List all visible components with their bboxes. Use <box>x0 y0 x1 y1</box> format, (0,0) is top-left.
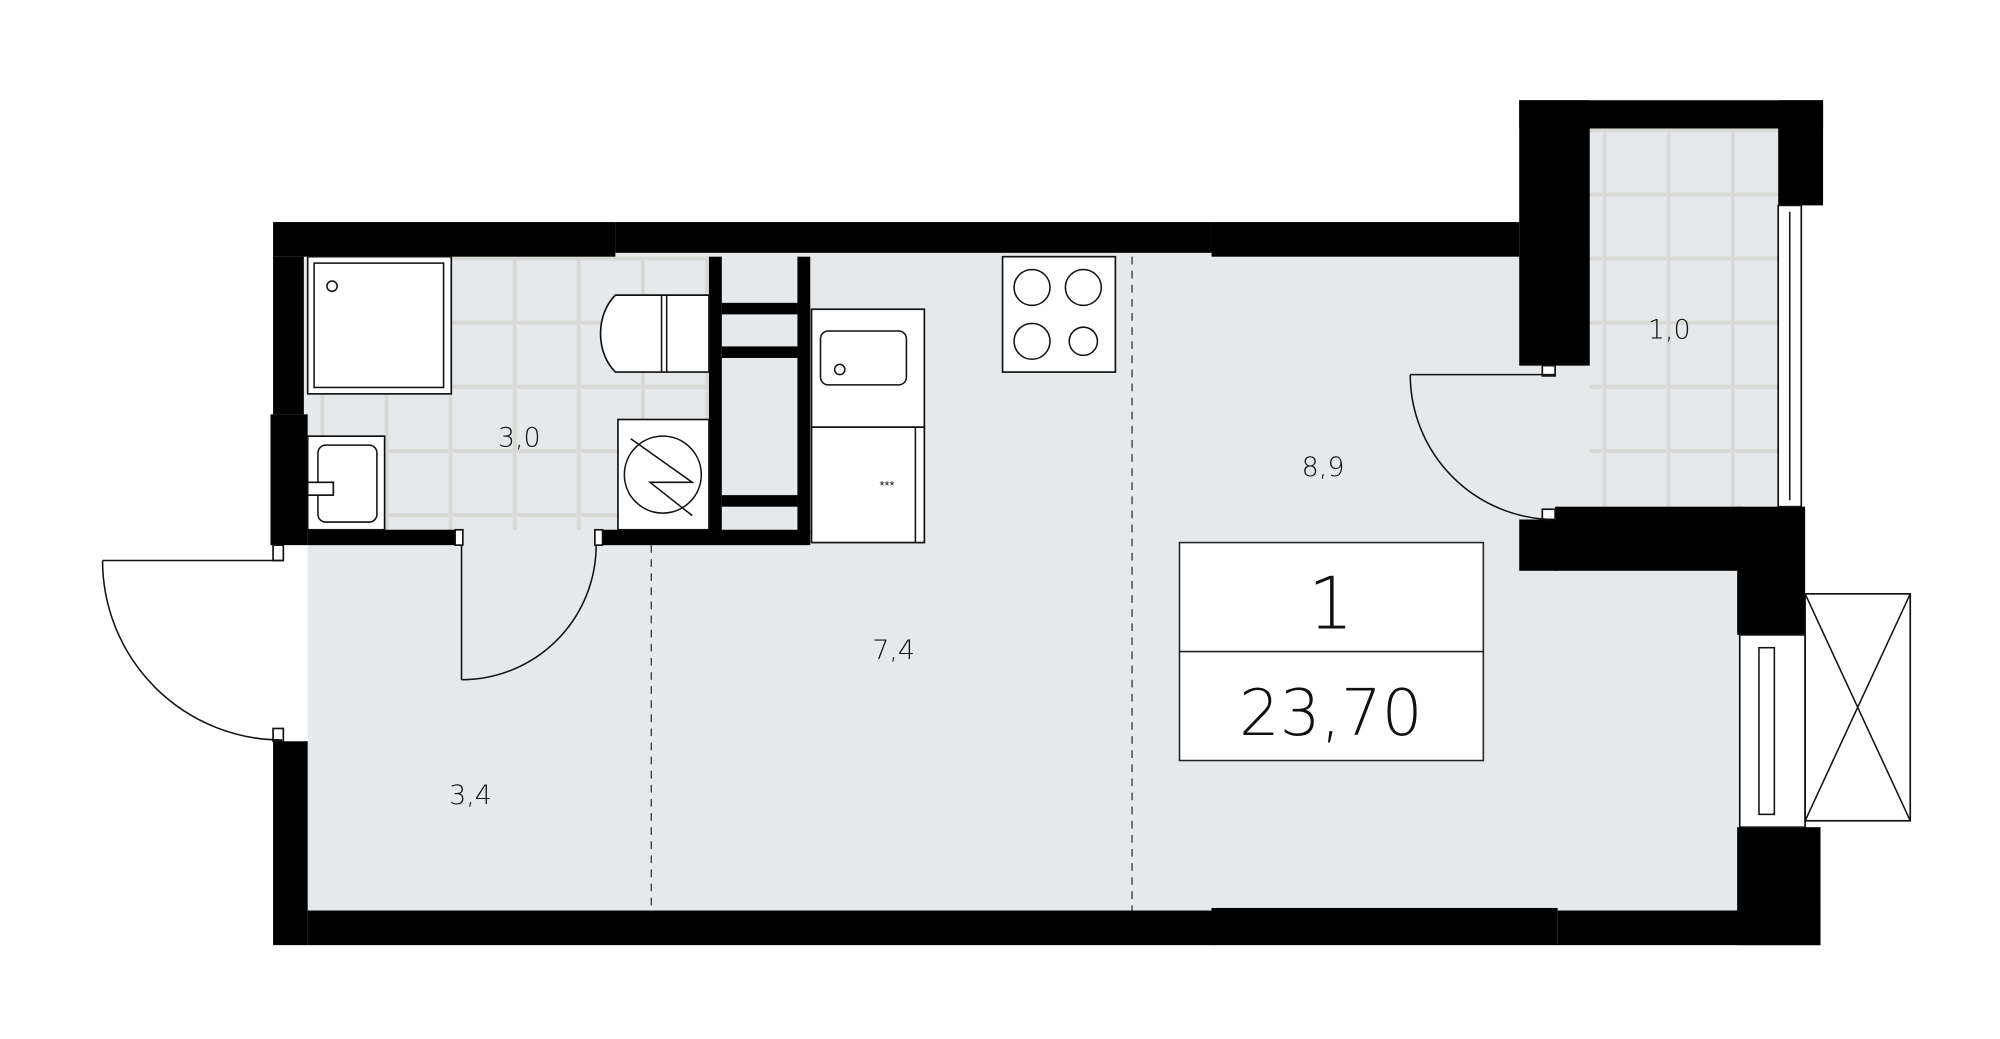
bathroom-door[interactable] <box>454 528 604 681</box>
bathroom-area-label: 3,0 <box>498 422 541 453</box>
shower-tray-icon <box>306 255 453 395</box>
room-count: 1 <box>1308 561 1354 645</box>
living-floor-right <box>1519 564 1744 914</box>
kitchen-area-label: 7,4 <box>872 635 915 666</box>
dishwasher-icon: *** <box>810 426 926 544</box>
kitchen-sink-icon <box>810 308 926 429</box>
balcony-door[interactable] <box>1409 364 1556 521</box>
entrance-opening <box>273 545 308 742</box>
summary-box: 1 23,70 <box>1178 541 1485 762</box>
total-area: 23,70 <box>1239 677 1422 751</box>
window-living <box>1738 593 1912 829</box>
entrance-door[interactable] <box>101 544 285 743</box>
hallway-area-label: 3,4 <box>449 780 492 811</box>
bathroom-sink-icon <box>306 435 386 531</box>
washing-machine-icon <box>617 418 710 531</box>
walls <box>270 100 1824 946</box>
stove-icon <box>1001 255 1117 373</box>
balcony-area-label: 1,0 <box>1648 315 1691 346</box>
toilet-icon <box>599 294 710 373</box>
window-balcony <box>1777 204 1803 508</box>
living-area-label: 8,9 <box>1302 452 1345 483</box>
svg-text:***: *** <box>879 478 894 493</box>
balcony-floor <box>1589 128 1779 507</box>
